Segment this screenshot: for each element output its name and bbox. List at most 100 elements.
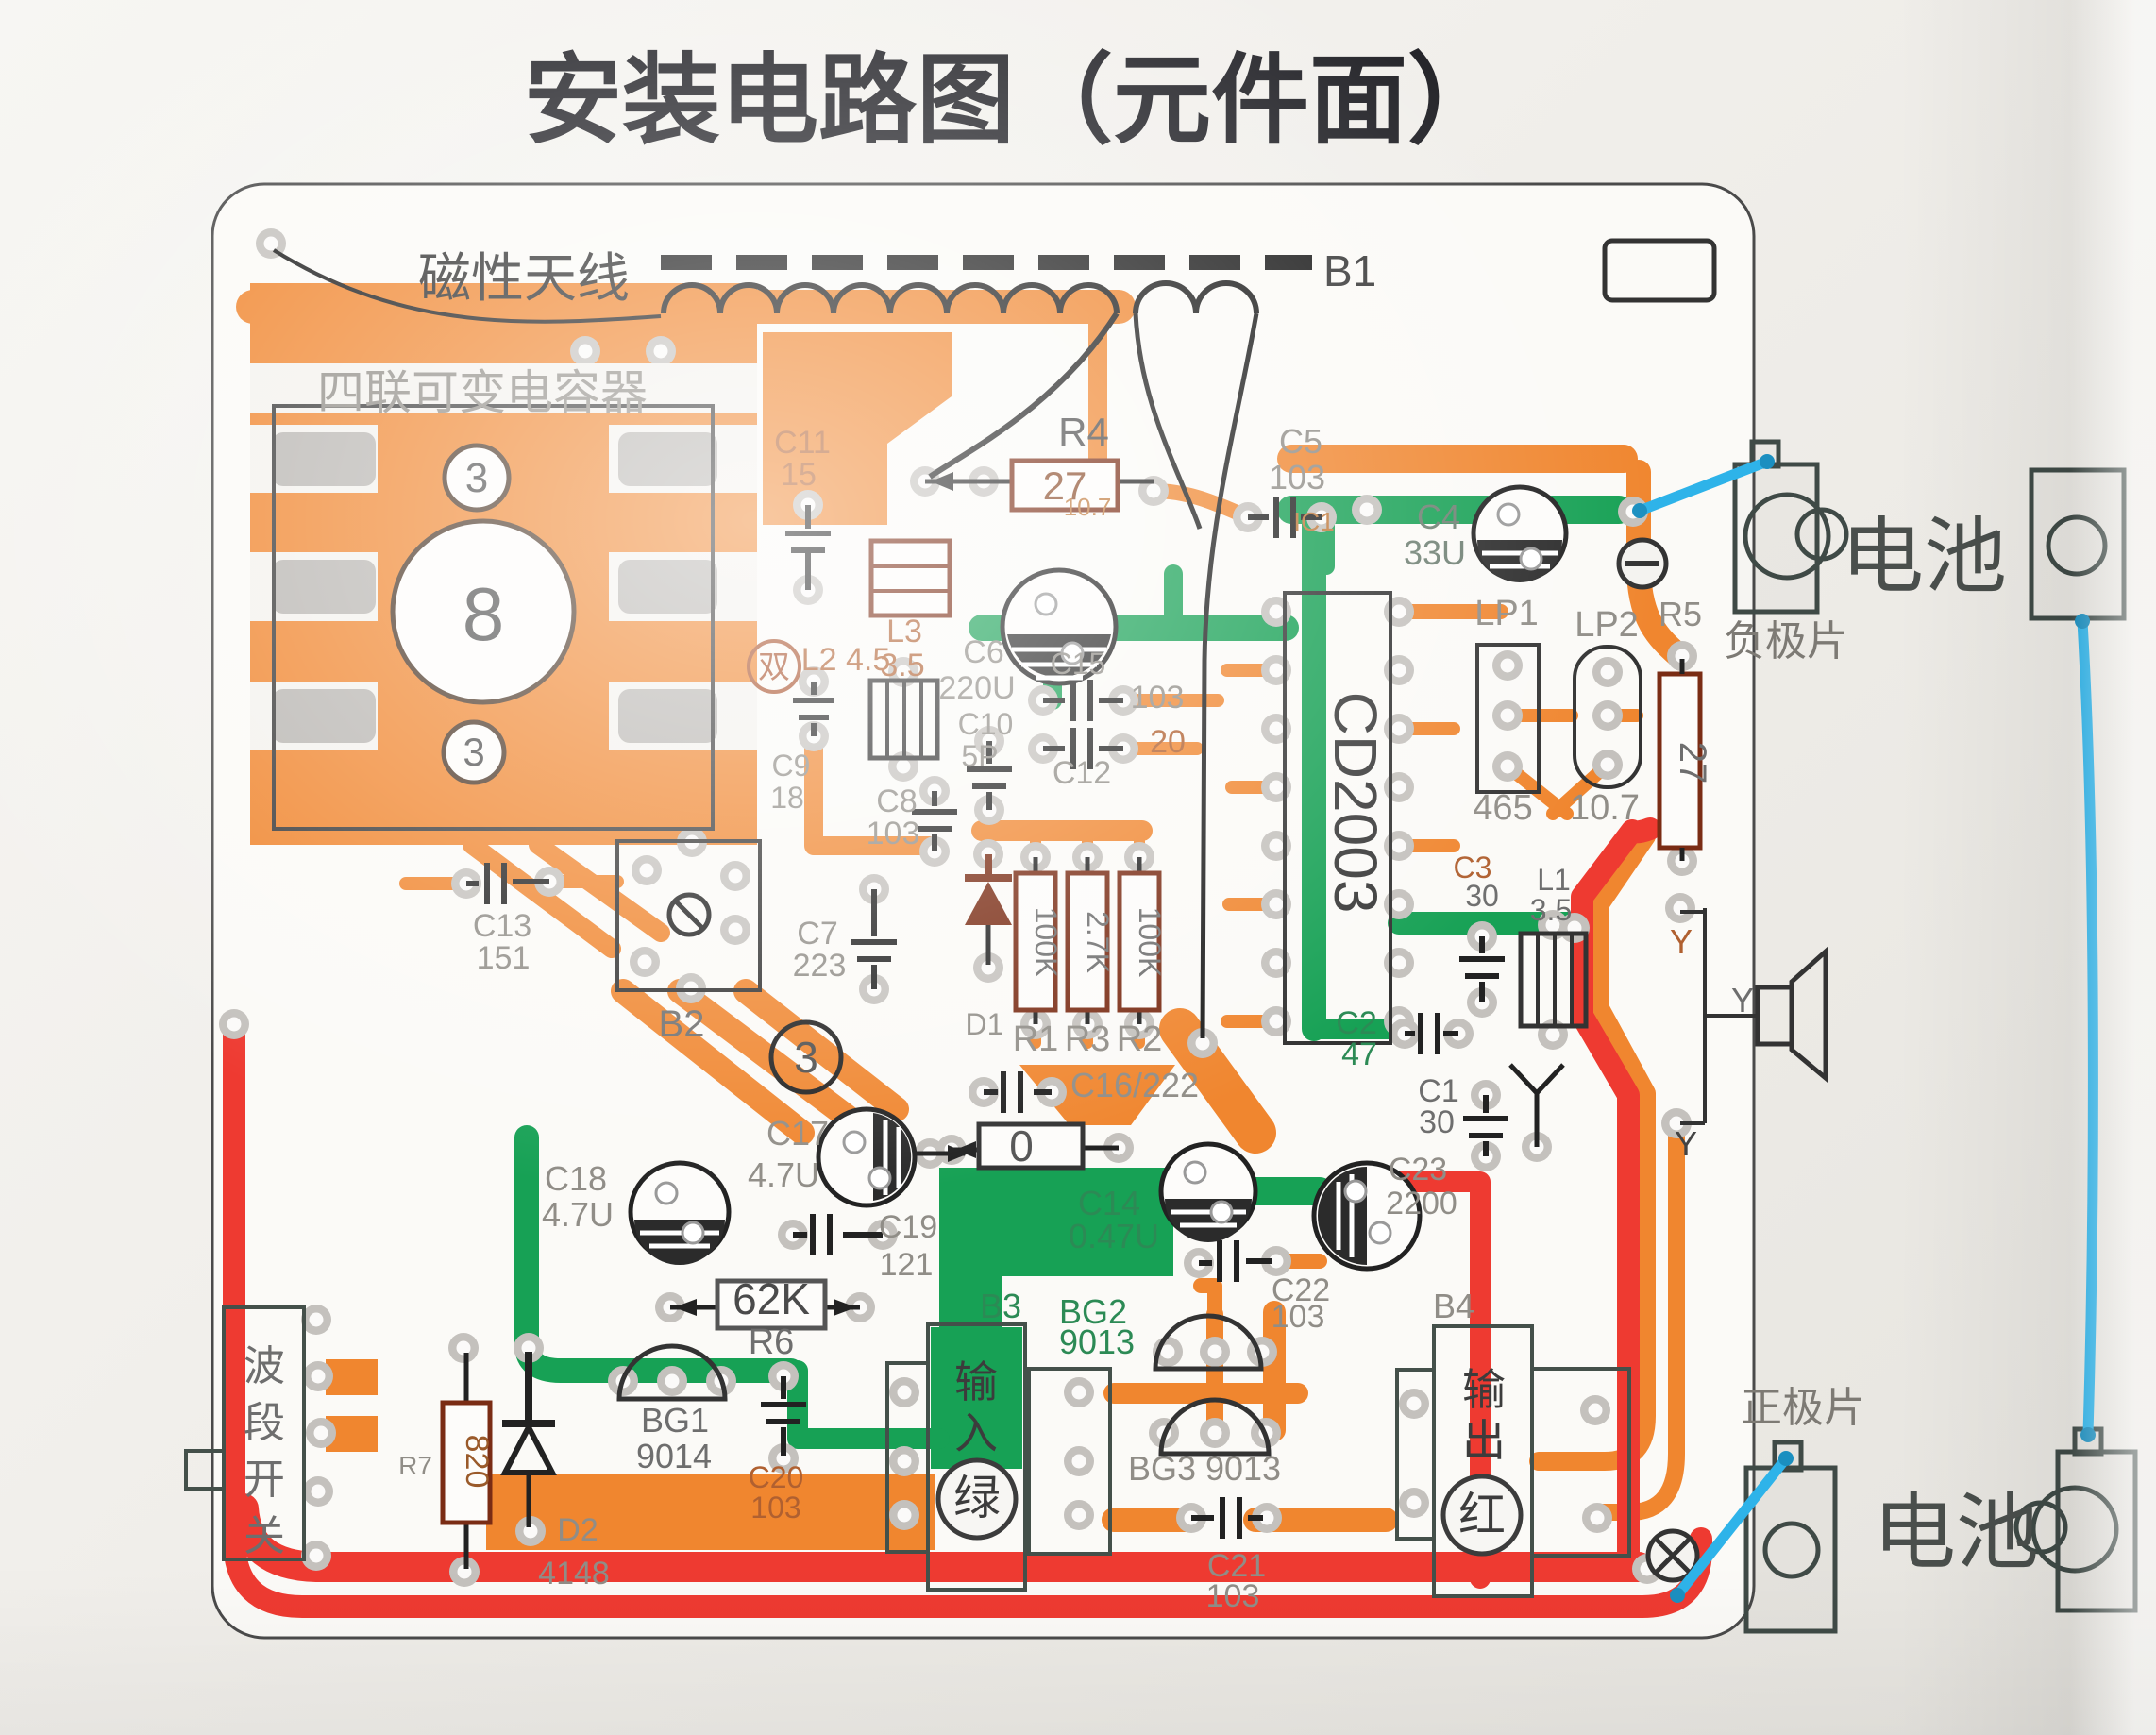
ic-cd2003 <box>1283 591 1392 1045</box>
component-label: 18 <box>770 781 804 815</box>
component-label: C17 <box>766 1114 829 1153</box>
solder-pad <box>1261 948 1291 978</box>
component-label: BG2 <box>1059 1292 1127 1331</box>
component-label: 3.5 <box>1530 893 1572 927</box>
positive-terminal <box>1645 1528 1700 1583</box>
solder-pad <box>449 1557 480 1587</box>
component-label: 输 <box>954 1357 998 1407</box>
solder-pad <box>1384 597 1414 627</box>
component-label: R1 <box>1013 1019 1059 1059</box>
solder-pad <box>1261 714 1291 744</box>
transistor-bg3 <box>1158 1397 1272 1457</box>
band-switch-label: 波 <box>244 1343 285 1390</box>
variable-capacitor <box>250 363 757 831</box>
solder-pad <box>1592 700 1623 731</box>
component-label: C3 <box>1454 851 1492 884</box>
component-label: C10 <box>958 707 1014 741</box>
solder-pad <box>1592 657 1623 687</box>
varcap-label: 四联可变电容器 <box>317 366 648 419</box>
jumper-0 <box>976 1121 1086 1171</box>
component-label: D2 <box>557 1512 598 1548</box>
cap-c14 <box>1158 1141 1258 1242</box>
green-traces <box>514 496 1633 1469</box>
component-label: C23 <box>1389 1152 1447 1188</box>
component-label: 100K <box>1133 907 1167 978</box>
solder-pad <box>303 1361 333 1391</box>
solder-pad <box>1492 751 1523 782</box>
component-label: C7 <box>797 916 837 952</box>
solder-pad <box>768 1443 799 1474</box>
negative-terminal <box>1616 537 1669 590</box>
component-label: 5P <box>961 739 998 773</box>
resistor-r7 <box>440 1400 493 1525</box>
solder-pad <box>1261 597 1291 627</box>
cap-c6 <box>1000 567 1119 686</box>
component-label: 9013 <box>1059 1322 1135 1361</box>
neg-plate-label: 负极片 <box>1724 618 1848 665</box>
battery-plate-bottom-right <box>2055 1449 2138 1613</box>
band-switch <box>184 1305 306 1561</box>
solder-pad <box>1667 641 1697 671</box>
component-label: 62K <box>733 1274 810 1323</box>
pos-plate <box>1743 1465 1838 1634</box>
component-label: 30 <box>1419 1104 1455 1140</box>
component-label: 2.7K <box>1081 911 1115 973</box>
resistor-r4 <box>1009 458 1120 513</box>
transistor-bg1 <box>616 1343 728 1402</box>
ic-label: CD2003 <box>1322 692 1390 914</box>
component-label: 4.7U <box>542 1195 614 1234</box>
solder-pad <box>1384 655 1414 685</box>
component-label: C14 <box>1078 1184 1140 1222</box>
component-label: 223 <box>793 948 847 984</box>
component-label: BG1 <box>641 1401 709 1440</box>
board-marking-rect <box>1602 238 1717 303</box>
battery-label-bottom: 电池 <box>1873 1486 2039 1579</box>
solder-pad <box>1665 893 1695 923</box>
component-label: C19 <box>879 1209 937 1245</box>
cap-c17 <box>816 1106 969 1208</box>
transformer-b4-output <box>1395 1324 1631 1598</box>
green-dot-label: 绿 <box>953 1472 1001 1524</box>
solder-pad <box>646 336 676 366</box>
transistor-bg2 <box>1153 1313 1264 1372</box>
component-label: 3 <box>465 455 488 501</box>
component-label: C15 <box>1051 647 1106 681</box>
solder-pad <box>1261 1006 1291 1036</box>
pos-plate-label: 正极片 <box>1741 1385 1865 1431</box>
component-label: BG3 9013 <box>1128 1449 1281 1488</box>
battery-plate-top-right <box>2029 467 2127 621</box>
component-label: C12 <box>1053 755 1111 791</box>
solder-pad <box>1200 1418 1230 1448</box>
component-label: 121 <box>880 1247 934 1283</box>
antenna-coil <box>661 282 1120 314</box>
component-label: 465 <box>1473 788 1532 828</box>
component-label: R4 <box>1058 410 1109 454</box>
transformer-b2 <box>615 839 762 992</box>
component-label: C22 <box>1272 1272 1330 1308</box>
component-label: 27 <box>1043 463 1087 508</box>
component-label: 2200 <box>1386 1186 1457 1221</box>
component-label: 0 <box>1009 1121 1034 1171</box>
component-label: C16/222 <box>1070 1066 1199 1104</box>
component-label: B3 <box>980 1287 1021 1325</box>
component-label: 8 <box>463 572 505 656</box>
component-label: 820 <box>459 1435 495 1489</box>
component-label: 关 <box>244 1513 285 1559</box>
component-label: D1 <box>966 1007 1004 1041</box>
component-label: C1 <box>1418 1073 1458 1109</box>
antenna-label: 磁性天线 <box>418 248 630 308</box>
component-label: LP2 <box>1575 605 1639 645</box>
solder-pad <box>303 1476 333 1507</box>
solder-pad <box>1064 1377 1094 1407</box>
components <box>184 238 1828 1598</box>
solder-pad <box>1582 1503 1612 1533</box>
antenna-ref: B1 <box>1323 246 1376 295</box>
red-dot-label: 红 <box>1458 1489 1506 1541</box>
component-label: 10.7 <box>1570 788 1640 828</box>
component-label: 100K <box>1029 907 1063 978</box>
component-label: L1 <box>1537 863 1571 897</box>
component-label: 103 <box>867 816 920 851</box>
solder-pad <box>720 861 750 891</box>
component-label: 4148 <box>538 1556 610 1592</box>
